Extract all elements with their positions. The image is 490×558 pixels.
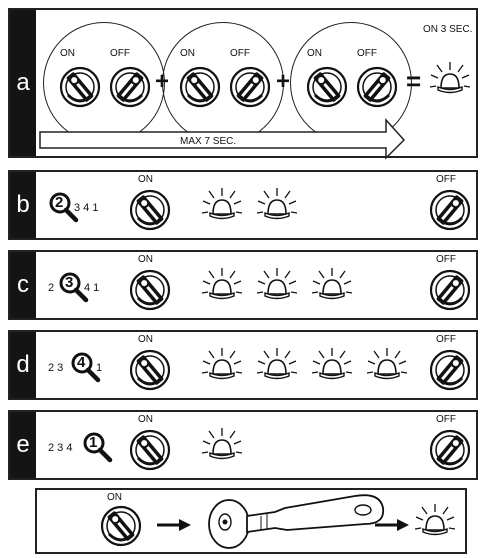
blinking-lamp-icon bbox=[201, 186, 243, 231]
blinking-lamp-icon bbox=[429, 60, 471, 105]
bottom-on-label: ON bbox=[107, 492, 122, 503]
off-label: OFF bbox=[436, 174, 456, 185]
blinking-lamp-icon bbox=[201, 346, 243, 391]
highlighted-digit: 1 bbox=[89, 434, 98, 451]
ignition-key-off-icon bbox=[355, 65, 399, 114]
arrow-right-icon bbox=[375, 519, 409, 531]
magnifier-icon bbox=[48, 192, 79, 227]
ignition-key-on-icon bbox=[128, 428, 172, 477]
remote-key-fob-icon bbox=[208, 494, 385, 549]
sequence-after: 4 1 bbox=[84, 282, 100, 294]
ignition-key-off-icon bbox=[428, 268, 472, 317]
panel-b-letter: b bbox=[10, 172, 36, 238]
off-label: OFF bbox=[436, 254, 456, 265]
blinking-lamp-icon bbox=[311, 266, 353, 311]
magnifier-icon bbox=[58, 272, 89, 307]
equals-sign: = bbox=[406, 66, 422, 96]
on-label: ON bbox=[138, 414, 153, 425]
blinking-lamp-icon bbox=[201, 426, 243, 471]
ignition-key-on-icon bbox=[178, 65, 222, 114]
ignition-key-on-icon bbox=[305, 65, 349, 114]
ignition-key-on-icon bbox=[99, 504, 143, 553]
on-label: ON bbox=[138, 174, 153, 185]
blinking-lamp-icon bbox=[256, 346, 298, 391]
panel-e-letter: e bbox=[10, 412, 36, 478]
panel-c-letter: c bbox=[10, 252, 36, 318]
ignition-key-off-icon bbox=[428, 188, 472, 237]
plus-sign-2: + bbox=[276, 68, 291, 95]
off-label-1: OFF bbox=[110, 48, 130, 59]
off-label-2: OFF bbox=[230, 48, 250, 59]
on-label-2: ON bbox=[180, 48, 195, 59]
sequence-before: 2 bbox=[48, 282, 55, 294]
blinking-lamp-icon bbox=[366, 346, 408, 391]
off-label-3: OFF bbox=[357, 48, 377, 59]
sequence-before: 2 3 bbox=[48, 362, 64, 374]
on-label: ON bbox=[138, 254, 153, 265]
blinking-lamp-icon bbox=[256, 266, 298, 311]
highlighted-digit: 3 bbox=[65, 274, 74, 291]
ignition-key-on-icon bbox=[128, 268, 172, 317]
blinking-lamp-icon bbox=[256, 186, 298, 231]
max-duration-arrow bbox=[39, 118, 406, 160]
panel-e: e 2 3 4 1 ON OFF bbox=[8, 410, 478, 480]
blinking-lamp-icon bbox=[414, 502, 456, 547]
ignition-key-off-icon bbox=[428, 428, 472, 477]
ignition-key-on-icon bbox=[128, 188, 172, 237]
ignition-key-on-icon bbox=[58, 65, 102, 114]
off-label: OFF bbox=[436, 334, 456, 345]
panel-a: a ON OFF ON OFF ON OFF bbox=[8, 8, 478, 160]
magnifier-icon bbox=[82, 432, 113, 467]
blinking-lamp-icon bbox=[201, 266, 243, 311]
sequence-after: 3 4 1 bbox=[74, 202, 99, 214]
ignition-key-on-icon bbox=[128, 348, 172, 397]
on-label: ON bbox=[138, 334, 153, 345]
on-label-1: ON bbox=[60, 48, 75, 59]
remote-panel: ON bbox=[35, 488, 467, 554]
panel-b: b 2 3 4 1 ON OFF bbox=[8, 170, 478, 240]
max-duration-label: MAX 7 SEC. bbox=[180, 136, 237, 147]
highlighted-digit: 2 bbox=[55, 194, 64, 211]
off-label: OFF bbox=[436, 414, 456, 425]
on-label-3: ON bbox=[307, 48, 322, 59]
magnifier-icon bbox=[70, 352, 101, 387]
highlighted-digit: 4 bbox=[77, 354, 86, 371]
ignition-key-off-icon bbox=[108, 65, 152, 114]
panel-d-letter: d bbox=[10, 332, 36, 398]
sequence-after: 1 bbox=[96, 362, 103, 374]
ignition-key-off-icon bbox=[428, 348, 472, 397]
blinking-lamp-icon bbox=[311, 346, 353, 391]
panel-a-letter: a bbox=[10, 10, 36, 156]
arrow-right-icon bbox=[157, 519, 191, 531]
sequence-before: 2 3 4 bbox=[48, 442, 73, 454]
result-duration-label: ON 3 SEC. bbox=[423, 24, 473, 35]
plus-sign-1: + bbox=[155, 68, 170, 95]
ignition-key-off-icon bbox=[228, 65, 272, 114]
